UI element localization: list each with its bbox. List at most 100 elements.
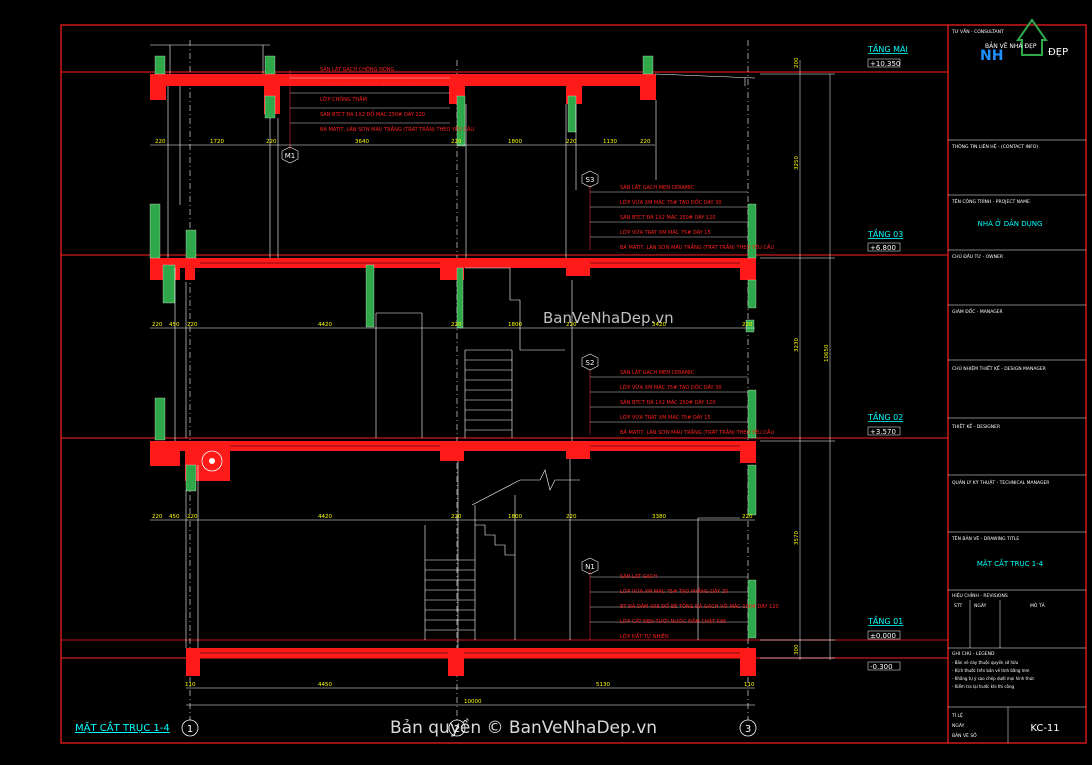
svg-text:1800: 1800 bbox=[508, 514, 522, 520]
svg-text:220: 220 bbox=[187, 322, 198, 328]
svg-text:BẢ MATIT, LĂN SƠN MÀU TRẮNG (T: BẢ MATIT, LĂN SƠN MÀU TRẮNG (TRÁT TRẦN) … bbox=[320, 125, 474, 133]
level-ground-elev: -0.300 bbox=[870, 663, 893, 671]
tb-manager: GIÁM ĐỐC - MANAGER bbox=[952, 307, 1003, 315]
axis-label-1: 1 bbox=[187, 724, 193, 735]
tb-sheet-code: KC-11 bbox=[1030, 723, 1059, 734]
svg-text:4420: 4420 bbox=[318, 514, 332, 520]
notes-s2: SÀN LÁT GẠCH MEN CERAMIC LỚP VỮA XM MÁC … bbox=[620, 369, 774, 436]
tb-scale-label: TỈ LỆ bbox=[951, 711, 963, 719]
tb-designer: THIẾT KẾ - DESIGNER bbox=[951, 422, 1000, 430]
level-1-elev: ±0.000 bbox=[870, 632, 896, 640]
svg-text:220: 220 bbox=[451, 514, 462, 520]
svg-text:4450: 4450 bbox=[318, 682, 332, 688]
watermark-center: BanVeNhaDep.vn bbox=[543, 309, 674, 327]
svg-text:ĐẸP: ĐẸP bbox=[1048, 47, 1068, 58]
svg-text:SÀN LÁT GẠCH MEN CERAMIC: SÀN LÁT GẠCH MEN CERAMIC bbox=[620, 184, 695, 191]
dims-vertical: 200 3250 3230 3570 300 10650 bbox=[794, 57, 830, 655]
level-3-elev: +6.800 bbox=[870, 244, 896, 252]
svg-text:3570: 3570 bbox=[794, 531, 800, 545]
svg-text:220: 220 bbox=[566, 514, 577, 520]
svg-text:220: 220 bbox=[742, 322, 753, 328]
notes-s3: SÀN LÁT GẠCH MEN CERAMIC LỚP VỮA XM MÁC … bbox=[620, 184, 774, 251]
svg-text:LỚP CÁT ĐEN TƯỚI NƯỚC ĐẦM CHẶT: LỚP CÁT ĐEN TƯỚI NƯỚC ĐẦM CHẶT K95 bbox=[620, 617, 726, 625]
svg-text:- Không tự ý sao chép dưới mọi: - Không tự ý sao chép dưới mọi hình thức bbox=[952, 676, 1034, 681]
svg-text:3420: 3420 bbox=[652, 322, 666, 328]
svg-text:3250: 3250 bbox=[794, 156, 800, 170]
notes-m1: SÀN LÁT GẠCH CHỐNG NÓNG LỚP VỮA XM MÁC 7… bbox=[320, 65, 474, 133]
walls bbox=[149, 55, 757, 639]
level-2-elev: +3.570 bbox=[870, 428, 896, 436]
tag-s3: S3 bbox=[586, 176, 595, 184]
section-tags bbox=[281, 146, 599, 575]
svg-text:220: 220 bbox=[152, 514, 163, 520]
tb-rev-col-2: NGÀY bbox=[974, 602, 987, 609]
svg-text:3640: 3640 bbox=[355, 139, 369, 145]
svg-text:- Kích thước trên bản vẽ tính: - Kích thước trên bản vẽ tính bằng mm bbox=[952, 668, 1030, 673]
svg-text:- Bản vẽ này thuộc quyền sở hữ: - Bản vẽ này thuộc quyền sở hữu bbox=[952, 660, 1019, 665]
svg-text:LỚP ĐẤT TỰ NHIÊN: LỚP ĐẤT TỰ NHIÊN bbox=[620, 632, 669, 640]
level-1-name: TẦNG 01 bbox=[867, 614, 903, 626]
tag-m1: M1 bbox=[285, 152, 296, 160]
tb-legend: GHI CHÚ - LEGEND bbox=[952, 650, 995, 657]
tb-project-label: TÊN CÔNG TRÌNH - PROJECT NAME bbox=[951, 197, 1030, 205]
svg-text:220: 220 bbox=[266, 139, 277, 145]
tb-tech-manager: QUẢN LÝ KỸ THUẬT - TECHNICAL MANAGER bbox=[952, 478, 1049, 486]
level-roof-elev: +10.350 bbox=[870, 60, 900, 68]
tb-design-manager: CHỦ NHIỆM THIẾT KẾ - DESIGN MANAGER bbox=[952, 364, 1046, 372]
level-markers: TẦNG MÁI +10.350 TẦNG 03 +6.800 TẦNG 02 … bbox=[867, 42, 908, 671]
svg-text:SÀN LÁT GẠCH CHỐNG NÓNG: SÀN LÁT GẠCH CHỐNG NÓNG bbox=[320, 65, 395, 73]
svg-text:10650: 10650 bbox=[824, 344, 830, 362]
dims-roof: 220 1720 220 3640 220 1800 220 1130 220 bbox=[155, 139, 651, 145]
axis-label-2: 2 bbox=[454, 724, 460, 735]
axis-label-3: 3 bbox=[745, 724, 751, 735]
svg-text:450: 450 bbox=[169, 514, 180, 520]
svg-text:1800: 1800 bbox=[508, 322, 522, 328]
svg-text:200: 200 bbox=[794, 57, 800, 68]
tb-revision: HIỆU CHỈNH - REVISIONS bbox=[952, 591, 1008, 599]
tb-contact: THÔNG TIN LIÊN HỆ - (CONTACT INFO) bbox=[951, 142, 1038, 150]
dims-floor1: 220 450 220 4420 220 1800 220 3380 220 bbox=[152, 514, 753, 520]
svg-text:3230: 3230 bbox=[794, 338, 800, 352]
svg-text:SÀN LÁT GẠCH: SÀN LÁT GẠCH bbox=[620, 573, 657, 580]
stairs bbox=[424, 267, 580, 640]
tag-s2: S2 bbox=[586, 359, 595, 367]
level-roof-name: TẦNG MÁI bbox=[867, 42, 908, 54]
svg-text:LỚP CHỐNG THẤM: LỚP CHỐNG THẤM bbox=[320, 95, 367, 103]
svg-text:1130: 1130 bbox=[603, 139, 617, 145]
svg-text:220: 220 bbox=[742, 514, 753, 520]
svg-text:SÀN BTCT ĐÁ 1X2 ĐỔ MÁC 250# DÀ: SÀN BTCT ĐÁ 1X2 ĐỔ MÁC 250# DÀY 120 bbox=[320, 110, 425, 118]
svg-text:LỚP VỮA XM MÁC 75# TẠO DỐC 2%: LỚP VỮA XM MÁC 75# TẠO DỐC 2% VỀ SÊ NÔ T… bbox=[320, 80, 467, 88]
svg-text:LỚP VỮA TRÁT XM MÁC 75# DÀY 15: LỚP VỮA TRÁT XM MÁC 75# DÀY 15 bbox=[620, 414, 711, 421]
svg-text:LỚP VỮA XM MÁC 75# TẠO PHẲNG D: LỚP VỮA XM MÁC 75# TẠO PHẲNG DÀY 30 bbox=[620, 587, 728, 595]
svg-text:110: 110 bbox=[744, 682, 755, 688]
svg-text:4420: 4420 bbox=[318, 322, 332, 328]
tb-consultant: TƯ VẤN - CONSULTANT bbox=[951, 27, 1004, 35]
svg-text:SÀN LÁT GẠCH MEN CERAMIC: SÀN LÁT GẠCH MEN CERAMIC bbox=[620, 369, 695, 376]
watermark-bottom: Bản quyền © BanVeNhaDep.vn bbox=[390, 717, 657, 738]
svg-text:LỚP VỮA XM MÁC 75# TẠO DỐC DÀY: LỚP VỮA XM MÁC 75# TẠO DỐC DÀY 30 bbox=[620, 198, 722, 206]
axis-bubbles bbox=[181, 719, 757, 737]
svg-text:BẢ MATIT, LĂN SƠN MÀU TRẮNG (T: BẢ MATIT, LĂN SƠN MÀU TRẮNG (TRÁT TRẦN) … bbox=[620, 243, 774, 251]
svg-text:NH: NH bbox=[980, 48, 1003, 64]
notes-n1: SÀN LÁT GẠCH LỚP VỮA XM MÁC 75# TẠO PHẲN… bbox=[620, 573, 779, 640]
tb-rev-col-1: STT bbox=[954, 603, 963, 609]
svg-text:220: 220 bbox=[155, 139, 166, 145]
tb-date-label: NGÀY bbox=[952, 722, 965, 729]
tb-project-name: NHÀ Ở DÂN DỤNG bbox=[978, 218, 1043, 228]
tb-sheet-label: BẢN VẼ SỐ bbox=[952, 731, 977, 739]
svg-text:BẢ MATIT, LĂN SƠN MÀU TRẮNG (T: BẢ MATIT, LĂN SƠN MÀU TRẮNG (TRÁT TRẦN) … bbox=[620, 428, 774, 436]
svg-text:450: 450 bbox=[169, 322, 180, 328]
tb-rev-col-3: MÔ TẢ bbox=[1030, 601, 1046, 609]
svg-text:LỚP VỮA TRÁT XM MÁC 75# DÀY 15: LỚP VỮA TRÁT XM MÁC 75# DÀY 15 bbox=[620, 229, 711, 236]
sheet-border bbox=[60, 24, 1087, 744]
dims-bottom: 110 4450 5130 110 10000 bbox=[185, 682, 755, 705]
drawing-title: MẶT CẮT TRỤC 1-4 bbox=[75, 720, 170, 734]
svg-text:220: 220 bbox=[187, 514, 198, 520]
svg-text:3380: 3380 bbox=[652, 514, 666, 520]
svg-text:- Kiểm tra lại trước khi thi c: - Kiểm tra lại trước khi thi công bbox=[952, 684, 1015, 689]
dims-floor2: 220 450 220 4420 220 1800 220 3420 220 bbox=[152, 322, 753, 328]
svg-text:1720: 1720 bbox=[210, 139, 224, 145]
svg-text:110: 110 bbox=[185, 682, 196, 688]
svg-text:220: 220 bbox=[566, 139, 577, 145]
